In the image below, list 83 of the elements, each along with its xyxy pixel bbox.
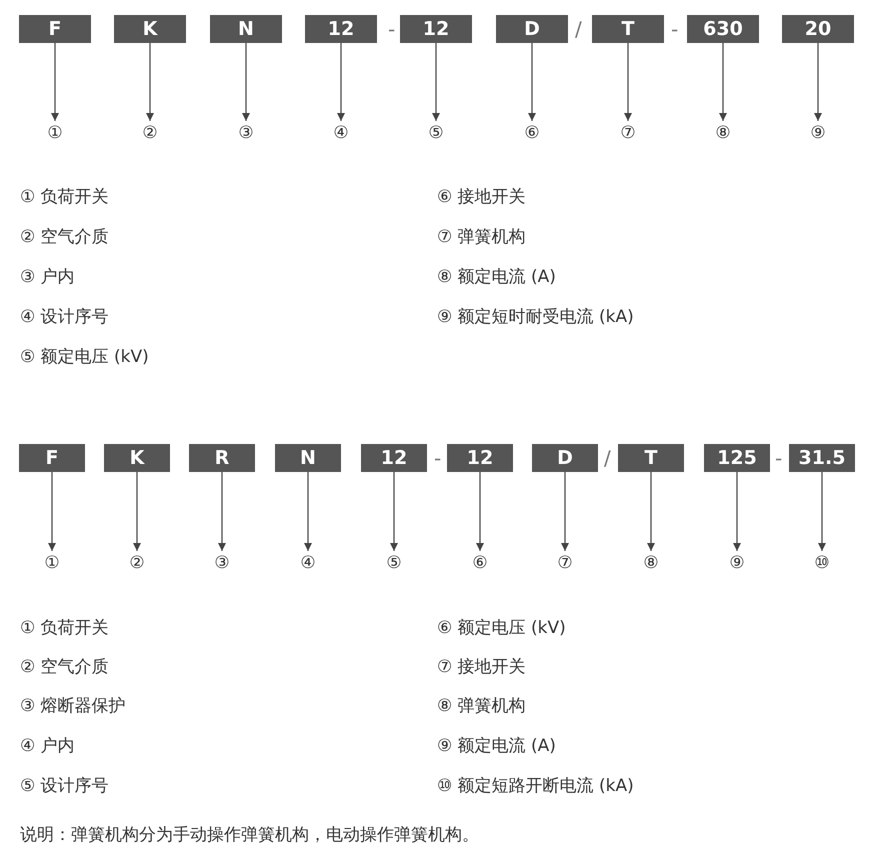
circled-number: ⑨ bbox=[806, 123, 830, 143]
arrow bbox=[304, 472, 312, 551]
arrow bbox=[133, 472, 141, 551]
code-box: 31.5 bbox=[789, 444, 855, 472]
separator-symbol: - bbox=[671, 16, 678, 43]
separator-symbol: - bbox=[775, 445, 782, 472]
definition-text: ③ 户内 bbox=[20, 266, 75, 288]
arrow bbox=[528, 43, 536, 121]
circled-number: ② bbox=[125, 553, 149, 573]
circled-number: ③ bbox=[234, 123, 258, 143]
definition-text: ④ 户内 bbox=[20, 735, 75, 757]
arrow bbox=[218, 472, 226, 551]
code-box: K bbox=[104, 444, 170, 472]
note-text: 说明：弹簧机构分为手动操作弹簧机构，电动操作弹簧机构。 bbox=[20, 824, 479, 846]
arrow bbox=[390, 472, 398, 551]
code-box: T bbox=[592, 15, 664, 43]
code-box: 630 bbox=[687, 15, 759, 43]
code-box: D bbox=[496, 15, 568, 43]
code-box: 125 bbox=[704, 444, 770, 472]
definition-text: ④ 设计序号 bbox=[20, 306, 109, 328]
circled-number: ⑤ bbox=[382, 553, 406, 573]
circled-number: ② bbox=[138, 123, 162, 143]
definition-text: ⑨ 额定短时耐受电流 (kA) bbox=[437, 306, 634, 328]
arrow bbox=[51, 43, 59, 121]
arrow bbox=[242, 43, 250, 121]
arrow bbox=[647, 472, 655, 551]
code-box: 20 bbox=[782, 15, 854, 43]
code-box: D bbox=[532, 444, 598, 472]
code-box: N bbox=[275, 444, 341, 472]
circled-number: ③ bbox=[210, 553, 234, 573]
circled-number: ④ bbox=[296, 553, 320, 573]
circled-number: ④ bbox=[329, 123, 353, 143]
arrow bbox=[814, 43, 822, 121]
circled-number: ① bbox=[40, 553, 64, 573]
code-box: N bbox=[210, 15, 282, 43]
definition-text: ② 空气介质 bbox=[20, 226, 109, 248]
circled-number: ① bbox=[43, 123, 67, 143]
definition-text: ① 负荷开关 bbox=[20, 186, 109, 208]
separator-symbol: / bbox=[604, 445, 611, 472]
definition-text: ② 空气介质 bbox=[20, 656, 109, 678]
arrow bbox=[561, 472, 569, 551]
arrow bbox=[818, 472, 826, 551]
circled-number: ⑥ bbox=[468, 553, 492, 573]
code-box: 12 bbox=[361, 444, 427, 472]
arrow bbox=[624, 43, 632, 121]
circled-number: ⑦ bbox=[616, 123, 640, 143]
definition-text: ③ 熔断器保护 bbox=[20, 695, 126, 717]
definition-text: ⑨ 额定电流 (A) bbox=[437, 735, 556, 757]
code-box: 12 bbox=[400, 15, 472, 43]
separator-symbol: - bbox=[388, 16, 396, 43]
arrow bbox=[48, 472, 56, 551]
definition-text: ① 负荷开关 bbox=[20, 617, 109, 639]
circled-number: ⑥ bbox=[520, 123, 544, 143]
code-box: F bbox=[19, 444, 85, 472]
definition-text: ⑥ 额定电压 (kV) bbox=[437, 617, 566, 639]
circled-number: ⑧ bbox=[711, 123, 735, 143]
separator-symbol: / bbox=[575, 16, 582, 43]
code-box: 12 bbox=[447, 444, 513, 472]
definition-text: ⑦ 接地开关 bbox=[437, 656, 526, 678]
code-box: T bbox=[618, 444, 684, 472]
circled-number: ⑤ bbox=[424, 123, 448, 143]
arrow bbox=[146, 43, 154, 121]
circled-number: ⑧ bbox=[639, 553, 663, 573]
code-box: F bbox=[19, 15, 91, 43]
circled-number: ⑩ bbox=[810, 553, 834, 573]
arrow bbox=[337, 43, 345, 121]
circled-number: ⑨ bbox=[725, 553, 749, 573]
definition-text: ⑤ 额定电压 (kV) bbox=[20, 346, 149, 368]
code-box: K bbox=[114, 15, 186, 43]
code-box: R bbox=[189, 444, 255, 472]
code-box: 12 bbox=[305, 15, 377, 43]
separator-symbol: - bbox=[434, 445, 442, 472]
arrow bbox=[476, 472, 484, 551]
circled-number: ⑦ bbox=[553, 553, 577, 573]
definition-text: ⑧ 弹簧机构 bbox=[437, 695, 526, 717]
arrow bbox=[719, 43, 727, 121]
definition-text: ⑧ 额定电流 (A) bbox=[437, 266, 556, 288]
definition-text: ⑦ 弹簧机构 bbox=[437, 226, 526, 248]
arrow bbox=[432, 43, 440, 121]
definition-text: ⑥ 接地开关 bbox=[437, 186, 526, 208]
definition-text: ⑤ 设计序号 bbox=[20, 775, 109, 797]
arrow bbox=[733, 472, 741, 551]
definition-text: ⑩ 额定短路开断电流 (kA) bbox=[437, 775, 634, 797]
